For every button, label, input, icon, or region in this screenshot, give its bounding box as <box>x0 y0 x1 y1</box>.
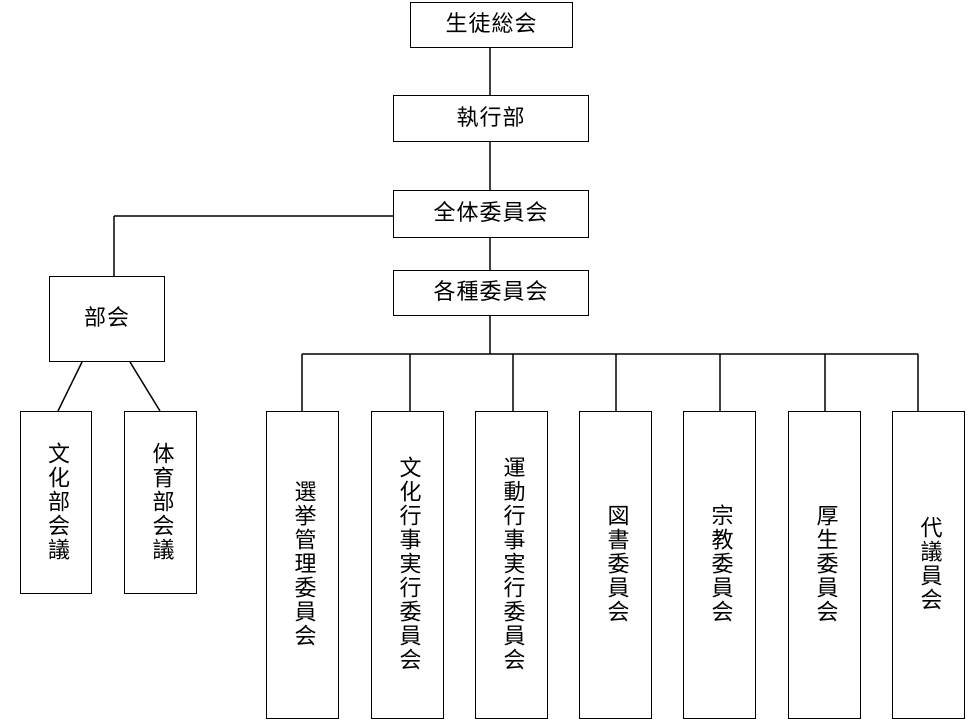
culture-club-council-label: 文化部会議 <box>44 442 69 562</box>
general-committee-box: 全体委員会 <box>393 190 589 238</box>
culture-club-council-box: 文化部会議 <box>20 411 92 594</box>
committee-sports-event-label: 運動行事実行委員会 <box>499 456 525 672</box>
executive-label: 執行部 <box>456 105 526 131</box>
connector-club-sports <box>129 361 161 412</box>
committee-welfare-label: 厚生委員会 <box>812 504 838 624</box>
committee-culture-event-label: 文化行事実行委員会 <box>395 456 421 672</box>
sports-club-council-box: 体育部会議 <box>124 411 197 594</box>
connector-club-culture <box>57 361 83 412</box>
student-general-assembly-label: 生徒総会 <box>445 12 538 37</box>
committee-election-box: 選挙管理委員会 <box>266 411 339 719</box>
committee-representatives-box: 代議員会 <box>892 411 965 719</box>
committee-culture-event-box: 文化行事実行委員会 <box>371 411 444 719</box>
committee-religion-box: 宗教委員会 <box>683 411 756 719</box>
committee-sports-event-box: 運動行事実行委員会 <box>475 411 548 719</box>
general-committee-label: 全体委員会 <box>433 201 549 226</box>
committee-election-label: 選挙管理委員会 <box>290 480 316 648</box>
club-council-box: 部会 <box>49 276 165 362</box>
committee-library-box: 図書委員会 <box>579 411 652 719</box>
committee-religion-label: 宗教委員会 <box>707 504 733 624</box>
various-committees-box: 各種委員会 <box>393 270 589 316</box>
committee-library-label: 図書委員会 <box>603 504 629 624</box>
sports-club-council-label: 体育部会議 <box>148 442 174 562</box>
committee-welfare-box: 厚生委員会 <box>788 411 861 719</box>
committee-representatives-label: 代議員会 <box>916 516 942 612</box>
various-committees-label: 各種委員会 <box>433 280 549 305</box>
student-general-assembly-box: 生徒総会 <box>410 2 573 48</box>
club-council-label: 部会 <box>83 306 130 331</box>
executive-box: 執行部 <box>393 95 589 142</box>
